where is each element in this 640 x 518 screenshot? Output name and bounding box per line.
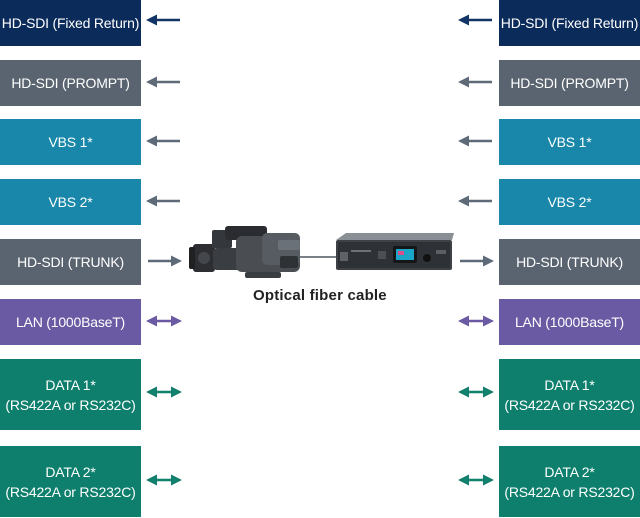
signal-label: HD-SDI (TRUNK) [516, 254, 623, 270]
right-bidirectional-arrow-icon [458, 474, 494, 486]
right-bidirectional-arrow-icon [458, 386, 494, 398]
left-signal-box: DATA 1* (RS422A or RS232C) [0, 359, 141, 430]
signal-label: DATA 1* [544, 376, 595, 393]
optical-fiber-cable-label: Optical fiber cable [253, 287, 387, 304]
left-bidirectional-arrow-icon [146, 315, 182, 327]
right-left-arrow-icon [458, 195, 492, 207]
signal-label: (RS422A or RS232C) [504, 483, 635, 500]
signal-label: (RS422A or RS232C) [504, 396, 635, 413]
left-signal-box: DATA 2* (RS422A or RS232C) [0, 446, 141, 517]
right-signal-box: HD-SDI (PROMPT) [499, 60, 640, 106]
right-left-arrow-icon [458, 76, 492, 88]
right-right-arrow-icon [460, 255, 494, 267]
right-signal-box: HD-SDI (Fixed Return) [499, 0, 640, 46]
left-left-arrow-icon [146, 195, 180, 207]
signal-label: (RS422A or RS232C) [5, 396, 136, 413]
signal-label: LAN (1000BaseT) [514, 314, 625, 330]
signal-label: VBS 2* [48, 194, 93, 210]
right-signal-box: DATA 2* (RS422A or RS232C) [499, 446, 640, 517]
signal-label: (RS422A or RS232C) [5, 483, 136, 500]
right-signal-box: VBS 2* [499, 179, 640, 225]
left-bidirectional-arrow-icon [146, 474, 182, 486]
left-left-arrow-icon [146, 14, 180, 26]
signal-label: VBS 1* [547, 134, 592, 150]
left-bidirectional-arrow-icon [146, 386, 182, 398]
signal-label: LAN (1000BaseT) [15, 314, 126, 330]
right-signal-box: LAN (1000BaseT) [499, 299, 640, 345]
left-signal-box: HD-SDI (Fixed Return) [0, 0, 141, 46]
right-left-arrow-icon [458, 14, 492, 26]
right-signal-box: DATA 1* (RS422A or RS232C) [499, 359, 640, 430]
studio-camera-icon [189, 226, 300, 278]
left-signal-box: LAN (1000BaseT) [0, 299, 141, 345]
right-signal-box: HD-SDI (TRUNK) [499, 239, 640, 285]
signal-label: HD-SDI (PROMPT) [510, 75, 629, 91]
signal-label: VBS 1* [48, 134, 93, 150]
left-left-arrow-icon [146, 135, 180, 147]
signal-label: HD-SDI (Fixed Return) [1, 15, 140, 31]
right-left-arrow-icon [458, 135, 492, 147]
signal-label: HD-SDI (PROMPT) [11, 75, 130, 91]
signal-label: DATA 2* [544, 463, 595, 480]
camera-control-unit-icon [336, 233, 454, 270]
left-signal-box: HD-SDI (TRUNK) [0, 239, 141, 285]
left-left-arrow-icon [146, 76, 180, 88]
left-right-arrow-icon [148, 255, 182, 267]
signal-label: HD-SDI (TRUNK) [17, 254, 124, 270]
left-signal-box: VBS 2* [0, 179, 141, 225]
right-bidirectional-arrow-icon [458, 315, 494, 327]
right-signal-box: VBS 1* [499, 119, 640, 165]
signal-label: HD-SDI (Fixed Return) [500, 15, 639, 31]
signal-label: DATA 2* [45, 463, 96, 480]
left-signal-box: VBS 1* [0, 119, 141, 165]
signal-label: DATA 1* [45, 376, 96, 393]
signal-label: VBS 2* [547, 194, 592, 210]
left-signal-box: HD-SDI (PROMPT) [0, 60, 141, 106]
